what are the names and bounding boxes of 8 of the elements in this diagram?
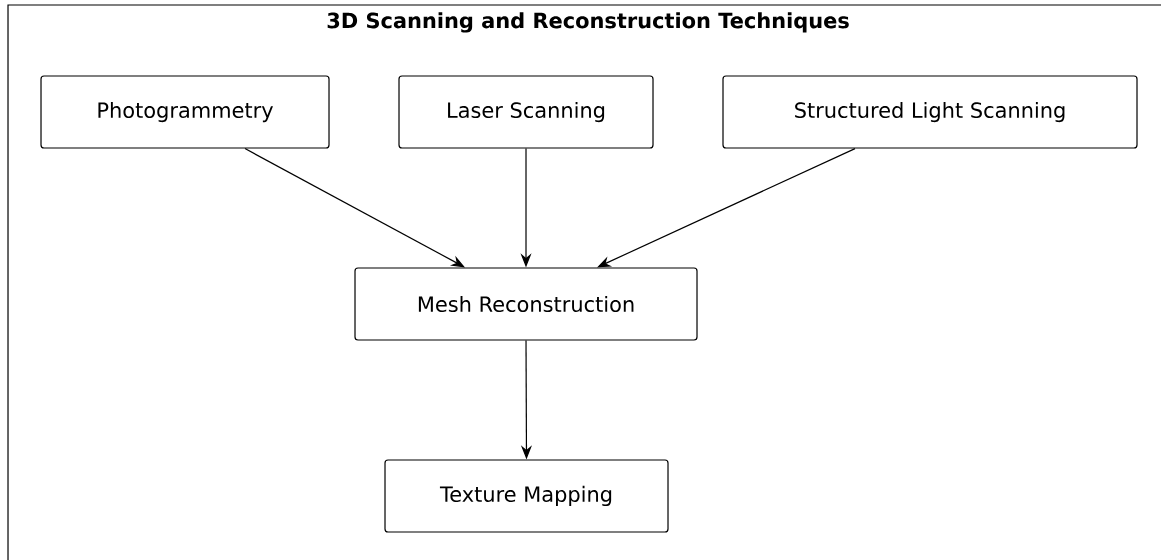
process-box: Structured Light Scanning	[722, 75, 1138, 149]
arrow	[244, 148, 465, 268]
process-box: Mesh Reconstruction	[354, 267, 698, 341]
process-box: Texture Mapping	[384, 459, 669, 533]
process-box: Photogrammetry	[40, 75, 330, 149]
frame-title: 3D Scanning and Reconstruction Techniques	[327, 12, 849, 33]
arrow	[597, 148, 856, 268]
process-box: Laser Scanning	[398, 75, 654, 149]
